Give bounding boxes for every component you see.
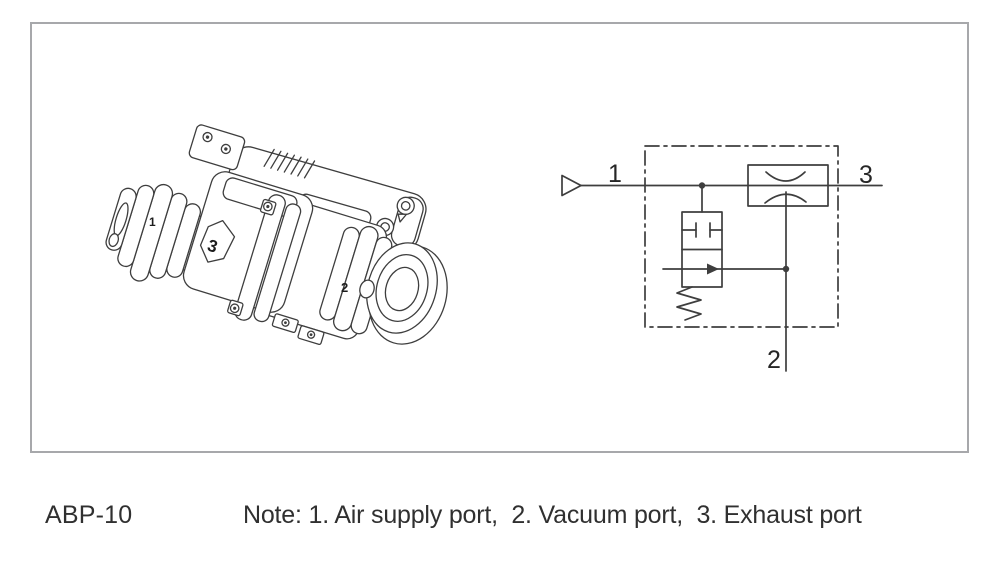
device-port1-label: 1: [149, 215, 156, 229]
device-port2-label: 2: [341, 280, 348, 295]
circuit-port3-label: 3: [859, 161, 873, 189]
port-note: Note: 1. Air supply port, 2. Vacuum port…: [243, 501, 862, 529]
pilot-valve-symbol: [662, 211, 787, 288]
spring-symbol: [676, 286, 702, 321]
junction-dot-bottom: [782, 265, 790, 273]
circuit-port1-label: 1: [608, 160, 622, 188]
device-right-end-face: [359, 242, 448, 345]
device-illustration: 3 1 2: [105, 124, 448, 346]
device-mount-block: [188, 124, 246, 171]
figure-caption: ABP-10 Note: 1. Air supply port, 2. Vacu…: [0, 501, 1000, 541]
air-supply-symbol: [561, 174, 582, 197]
circuit-diagram: 1 3 2: [561, 145, 883, 374]
device-clamp-band: [227, 194, 302, 323]
circuit-port2-label: 2: [767, 346, 781, 374]
model-number: ABP-10: [45, 501, 133, 529]
enclosure-boundary: [644, 145, 839, 328]
